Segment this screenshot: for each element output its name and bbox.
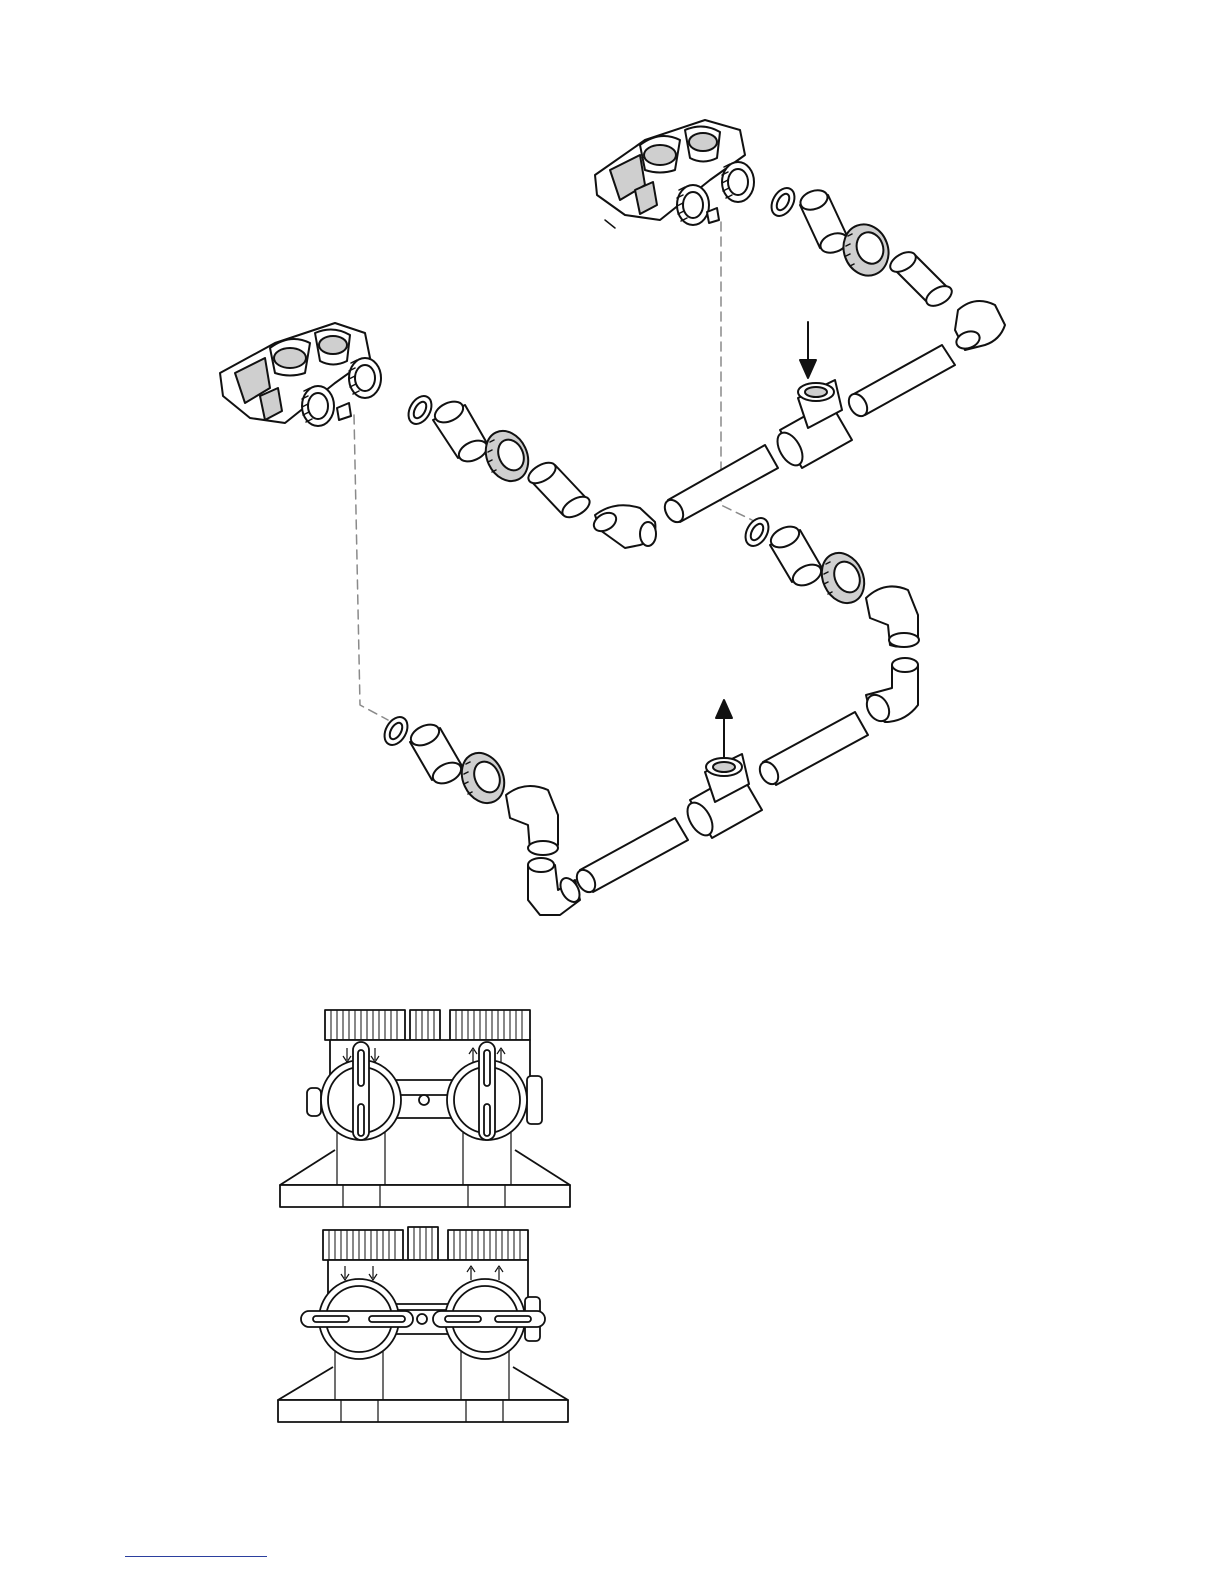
pipe bbox=[661, 445, 778, 525]
footer-rule bbox=[125, 1556, 267, 1557]
coupling-nut bbox=[836, 218, 895, 282]
threaded-port bbox=[448, 1230, 528, 1260]
pipe-coupling bbox=[887, 248, 955, 310]
flow-arrow-out bbox=[716, 700, 732, 758]
adapter-tube bbox=[408, 721, 465, 788]
o-ring bbox=[767, 184, 799, 220]
bypass-valve-body-upper bbox=[595, 120, 754, 228]
elbow bbox=[591, 505, 656, 548]
threaded-port bbox=[677, 185, 709, 225]
bypass-valve-body-left bbox=[220, 323, 381, 426]
o-ring bbox=[404, 392, 436, 428]
valve-view-service-position bbox=[275, 1000, 575, 1210]
threaded-port bbox=[450, 1010, 530, 1040]
threaded-port bbox=[323, 1230, 403, 1260]
tee bbox=[682, 754, 762, 840]
threaded-port bbox=[410, 1010, 440, 1040]
valve-view-bypass-position bbox=[273, 1222, 573, 1427]
elbow bbox=[506, 786, 558, 855]
elbow bbox=[866, 586, 919, 647]
threaded-port bbox=[408, 1227, 438, 1260]
adapter-tube bbox=[432, 398, 491, 466]
bypass-installation-diagram bbox=[0, 0, 1224, 960]
coupling-nut bbox=[814, 546, 872, 610]
pipe bbox=[845, 345, 955, 419]
threaded-port bbox=[722, 162, 754, 202]
adapter-tube bbox=[768, 523, 825, 590]
pipe bbox=[756, 712, 868, 787]
pipe-coupling bbox=[525, 459, 593, 522]
flow-arrow-in bbox=[800, 322, 816, 378]
coupling-nut bbox=[454, 746, 512, 810]
threaded-port bbox=[302, 386, 334, 426]
threaded-port bbox=[325, 1010, 405, 1040]
elbow bbox=[528, 858, 583, 915]
elbow bbox=[954, 301, 1005, 352]
threaded-port bbox=[349, 358, 381, 398]
pipe bbox=[573, 818, 688, 895]
adapter-tube bbox=[798, 187, 850, 256]
elbow bbox=[862, 658, 918, 725]
tee bbox=[772, 380, 852, 470]
o-ring bbox=[741, 514, 773, 550]
